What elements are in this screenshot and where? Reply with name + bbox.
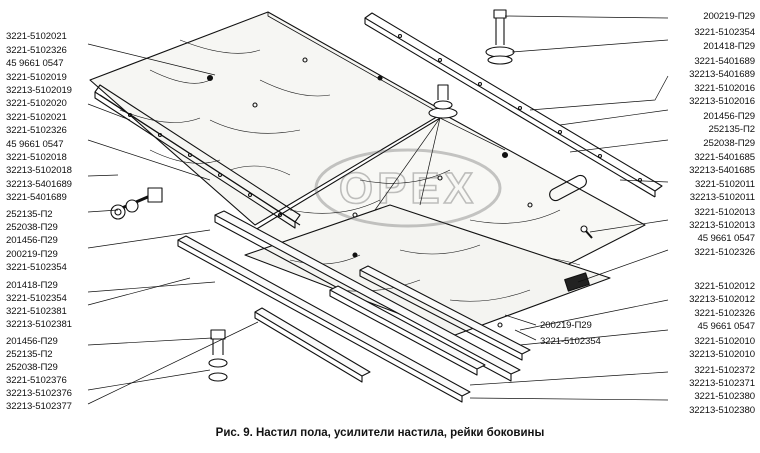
part-label-left: 3221-5102354 bbox=[6, 293, 67, 304]
part-label-right: 201456-П29 bbox=[703, 111, 755, 122]
part-label-right: 32213-5102371 bbox=[689, 378, 755, 389]
part-label-left: 3221-5102018 bbox=[6, 152, 67, 163]
part-label-left: 32213-5102018 bbox=[6, 165, 72, 176]
part-label-left: 3221-5102376 bbox=[6, 375, 67, 386]
part-label-left: 201418-П29 bbox=[6, 280, 58, 291]
part-label-right: 3221-5102326 bbox=[694, 247, 755, 258]
part-label-right: 3221-5102012 bbox=[694, 281, 755, 292]
side-rail-left bbox=[94, 84, 301, 229]
part-label-right: 3221-5102380 bbox=[694, 391, 755, 402]
part-label-right: 3221-5102010 bbox=[694, 336, 755, 347]
part-label-right: 32213-5102010 bbox=[689, 349, 755, 360]
part-label-right: 32213-5102013 bbox=[689, 220, 755, 231]
part-label-left: 45 9661 0547 bbox=[6, 58, 64, 69]
part-label-right: 3221-5102354 bbox=[694, 27, 755, 38]
part-label-right: 201418-П29 bbox=[703, 41, 755, 52]
part-label-left: 3221-5102021 bbox=[6, 112, 67, 123]
part-label-left: 45 9661 0547 bbox=[6, 139, 64, 150]
part-label-right: 32213-5401685 bbox=[689, 165, 755, 176]
part-label-left: 200219-П29 bbox=[6, 249, 58, 260]
part-label-left: 201456-П29 bbox=[6, 235, 58, 246]
part-label-left: 201456-П29 bbox=[6, 336, 58, 347]
part-label-left: 3221-5102019 bbox=[6, 72, 67, 83]
bolt-upper bbox=[485, 9, 515, 65]
part-label-left: 3221-5102326 bbox=[6, 45, 67, 56]
part-label-left: 3221-5401689 bbox=[6, 192, 67, 203]
part-label-right: 3221-5102013 bbox=[694, 207, 755, 218]
part-label-right: 32213-5102380 bbox=[689, 405, 755, 416]
side-rail-right bbox=[364, 12, 663, 198]
part-label-right: 3221-5401685 bbox=[694, 152, 755, 163]
leader-lines bbox=[87, 15, 669, 405]
reinforcement-channels bbox=[177, 210, 531, 403]
part-label-center: 200219-П29 bbox=[540, 320, 592, 331]
watermark-text: ОРЕХ bbox=[339, 164, 477, 213]
figure-caption: Рис. 9. Настил пола, усилители настила, … bbox=[215, 427, 545, 439]
part-label-center: 3221-5102354 bbox=[540, 336, 601, 347]
part-label-left: 3221-5102354 bbox=[6, 262, 67, 273]
part-label-right: 45 9661 0547 bbox=[697, 233, 756, 244]
part-label-left: 32213-5102376 bbox=[6, 388, 72, 399]
part-label-left: 252038-П29 bbox=[6, 222, 58, 233]
bolt-left bbox=[110, 187, 163, 220]
part-label-left: 32213-5401689 bbox=[6, 179, 72, 190]
part-label-left: 32213-5102019 bbox=[6, 85, 72, 96]
floor-panel-lower bbox=[244, 204, 611, 336]
part-label-right: 3221-5102016 bbox=[694, 83, 755, 94]
part-label-left: 32213-5102381 bbox=[6, 319, 72, 330]
part-label-right: 32213-5102016 bbox=[689, 96, 755, 107]
part-label-right: 3221-5401689 bbox=[694, 56, 755, 67]
part-label-right: 252038-П29 bbox=[703, 138, 755, 149]
part-label-right: 3221-5102011 bbox=[695, 179, 755, 190]
part-label-right: 3221-5102326 bbox=[694, 308, 755, 319]
part-label-left: 252135-П2 bbox=[6, 209, 53, 220]
bolt-mid bbox=[428, 84, 458, 119]
part-label-left: 252135-П2 bbox=[6, 349, 53, 360]
screw-right bbox=[580, 225, 593, 239]
part-label-left: 32213-5102377 bbox=[6, 401, 72, 412]
part-label-right: 200219-П29 bbox=[703, 11, 755, 22]
part-label-right: 32213-5401689 bbox=[689, 69, 755, 80]
part-label-left: 3221-5102381 bbox=[6, 306, 67, 317]
part-label-right: 32213-5102012 bbox=[689, 294, 755, 305]
part-label-left: 3221-5102021 bbox=[6, 31, 67, 42]
part-label-right: 252135-П2 bbox=[708, 124, 755, 135]
bolt-lower-left bbox=[208, 329, 228, 382]
part-label-left: 3221-5102326 bbox=[6, 125, 67, 136]
part-label-left: 3221-5102020 bbox=[6, 98, 67, 109]
part-label-right: 3221-5102372 bbox=[694, 365, 755, 376]
part-label-right: 45 9661 0547 bbox=[697, 321, 756, 332]
part-label-right: 32213-5102011 bbox=[689, 192, 755, 203]
part-label-left: 252038-П29 bbox=[6, 362, 58, 373]
watermark: ОРЕХ bbox=[314, 148, 502, 228]
